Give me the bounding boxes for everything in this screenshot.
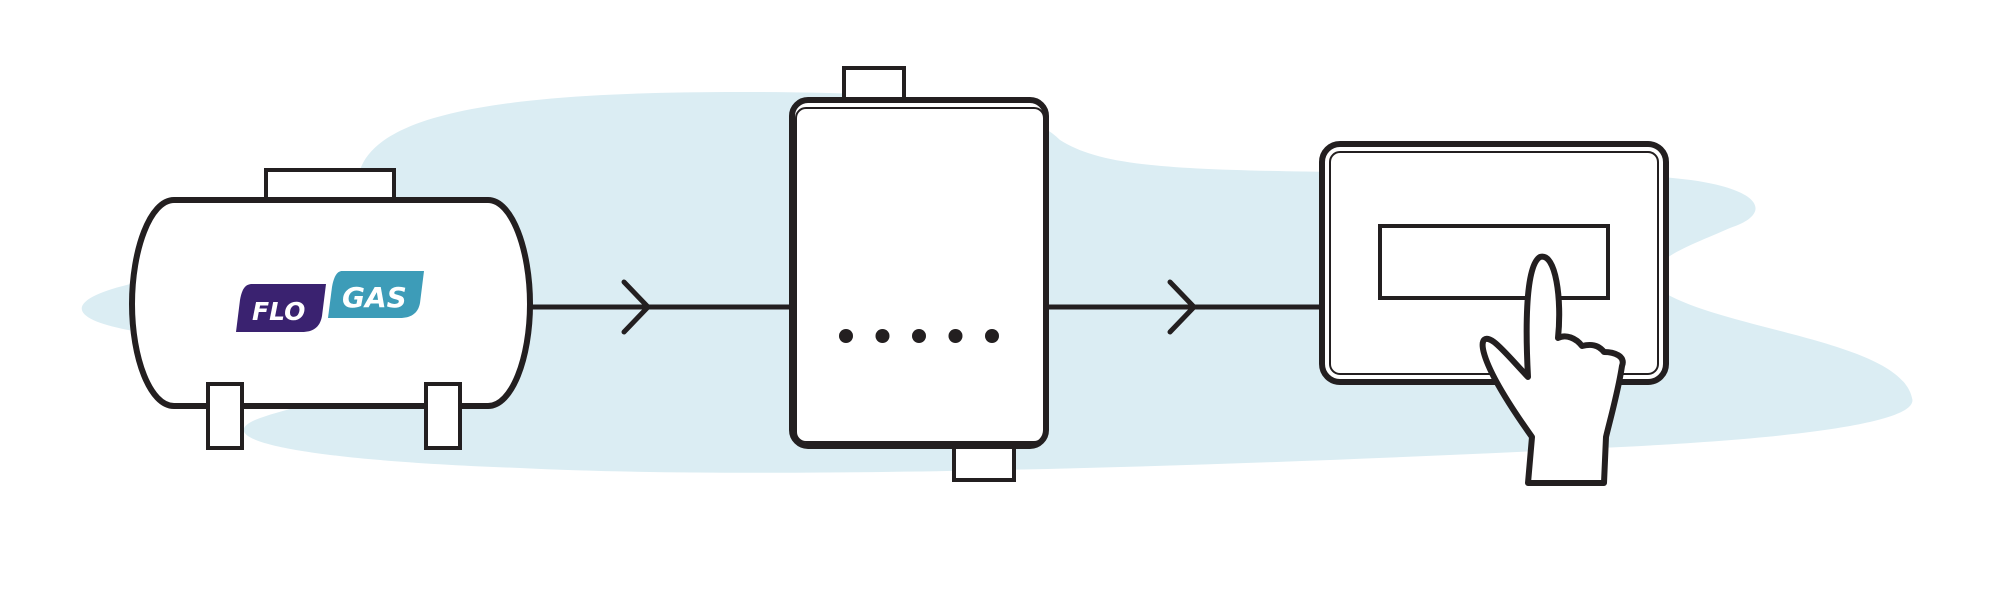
- logo-gas-badge: [328, 271, 424, 318]
- boiler-inner-panel: [795, 107, 1045, 443]
- logo-flo-badge: [236, 284, 326, 332]
- logo-gas-text: GAS: [342, 281, 407, 314]
- indicator-dot: [948, 329, 963, 343]
- flow-arrow-icon: [1167, 279, 1197, 335]
- indicator-dot: [985, 329, 999, 343]
- controller-display-screen: [1378, 224, 1610, 300]
- water-heater-icon: [789, 66, 1049, 482]
- tank-top-valve: [264, 168, 396, 202]
- flogas-logo: FLO GAS: [236, 271, 424, 332]
- indicator-dot: [875, 329, 890, 343]
- hand-shape: [1479, 253, 1626, 486]
- boiler-body: [789, 97, 1049, 449]
- boiler-indicator-dots: [839, 329, 999, 343]
- boiler-top-flue: [842, 66, 906, 102]
- indicator-dot: [839, 329, 853, 343]
- control-panel-icon: [1319, 141, 1669, 385]
- indicator-dot: [912, 329, 926, 343]
- flow-arrow-icon: [621, 279, 651, 335]
- pointing-hand-icon: [1479, 253, 1626, 486]
- tank-leg-right: [424, 382, 462, 450]
- gas-tank-icon: FLO GAS: [128, 168, 534, 450]
- tank-leg-left: [206, 382, 244, 450]
- logo-flo-text: FLO: [252, 297, 305, 326]
